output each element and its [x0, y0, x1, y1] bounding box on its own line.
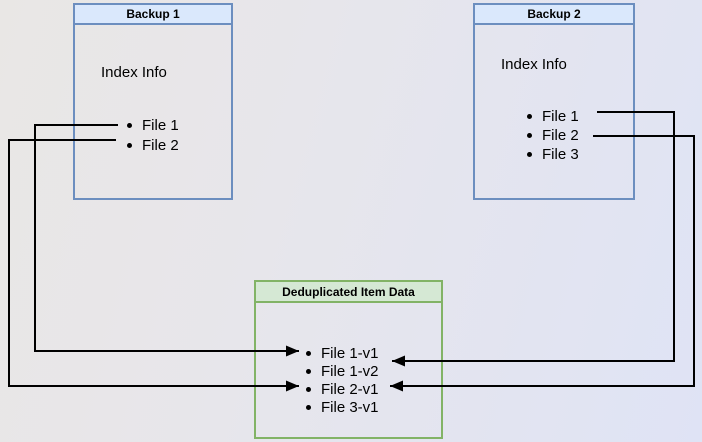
list-item-label: File 2 — [542, 127, 579, 144]
bullet-icon — [527, 133, 532, 138]
bullet-icon — [527, 152, 532, 157]
backup1-box: Backup 1 Index Info File 1 File 2 — [73, 3, 233, 200]
list-item: File 1-v1 — [306, 344, 379, 362]
backup1-subtitle: Index Info — [101, 64, 167, 81]
dedup-box: Deduplicated Item Data File 1-v1 File 1-… — [254, 280, 443, 439]
backup2-file-list: File 1 File 2 File 3 — [527, 107, 579, 164]
bullet-icon — [527, 114, 532, 119]
bullet-icon — [306, 404, 311, 410]
backup1-title: Backup 1 — [126, 7, 180, 21]
dedup-title: Deduplicated Item Data — [282, 284, 415, 299]
list-item: File 2-v1 — [306, 380, 379, 398]
backup2-box: Backup 2 Index Info File 1 File 2 File 3 — [473, 3, 635, 200]
bullet-icon — [306, 368, 311, 374]
backup2-title: Backup 2 — [527, 7, 581, 21]
backup1-header: Backup 1 — [75, 5, 231, 25]
list-item: File 1 — [527, 107, 579, 126]
list-item: File 2 — [527, 126, 579, 145]
list-item-label: File 1-v1 — [321, 344, 379, 362]
list-item: File 2 — [127, 135, 179, 155]
list-item: File 3 — [527, 145, 579, 164]
bullet-icon — [127, 142, 132, 148]
list-item-label: File 1 — [542, 108, 579, 125]
list-item: File 1 — [127, 115, 179, 135]
list-item-label: File 2-v1 — [321, 380, 379, 398]
bullet-icon — [306, 386, 311, 392]
dedup-file-list: File 1-v1 File 1-v2 File 2-v1 File 3-v1 — [306, 344, 379, 416]
dedup-header: Deduplicated Item Data — [256, 282, 441, 303]
backup1-file-list: File 1 File 2 — [127, 115, 179, 155]
list-item: File 1-v2 — [306, 362, 379, 380]
list-item-label: File 1-v2 — [321, 362, 379, 380]
bullet-icon — [127, 122, 132, 128]
list-item: File 3-v1 — [306, 398, 379, 416]
backup2-subtitle: Index Info — [501, 56, 567, 73]
list-item-label: File 2 — [142, 136, 179, 154]
list-item-label: File 1 — [142, 116, 179, 134]
bullet-icon — [306, 350, 311, 356]
list-item-label: File 3 — [542, 146, 579, 163]
backup2-header: Backup 2 — [475, 5, 633, 25]
list-item-label: File 3-v1 — [321, 398, 379, 416]
